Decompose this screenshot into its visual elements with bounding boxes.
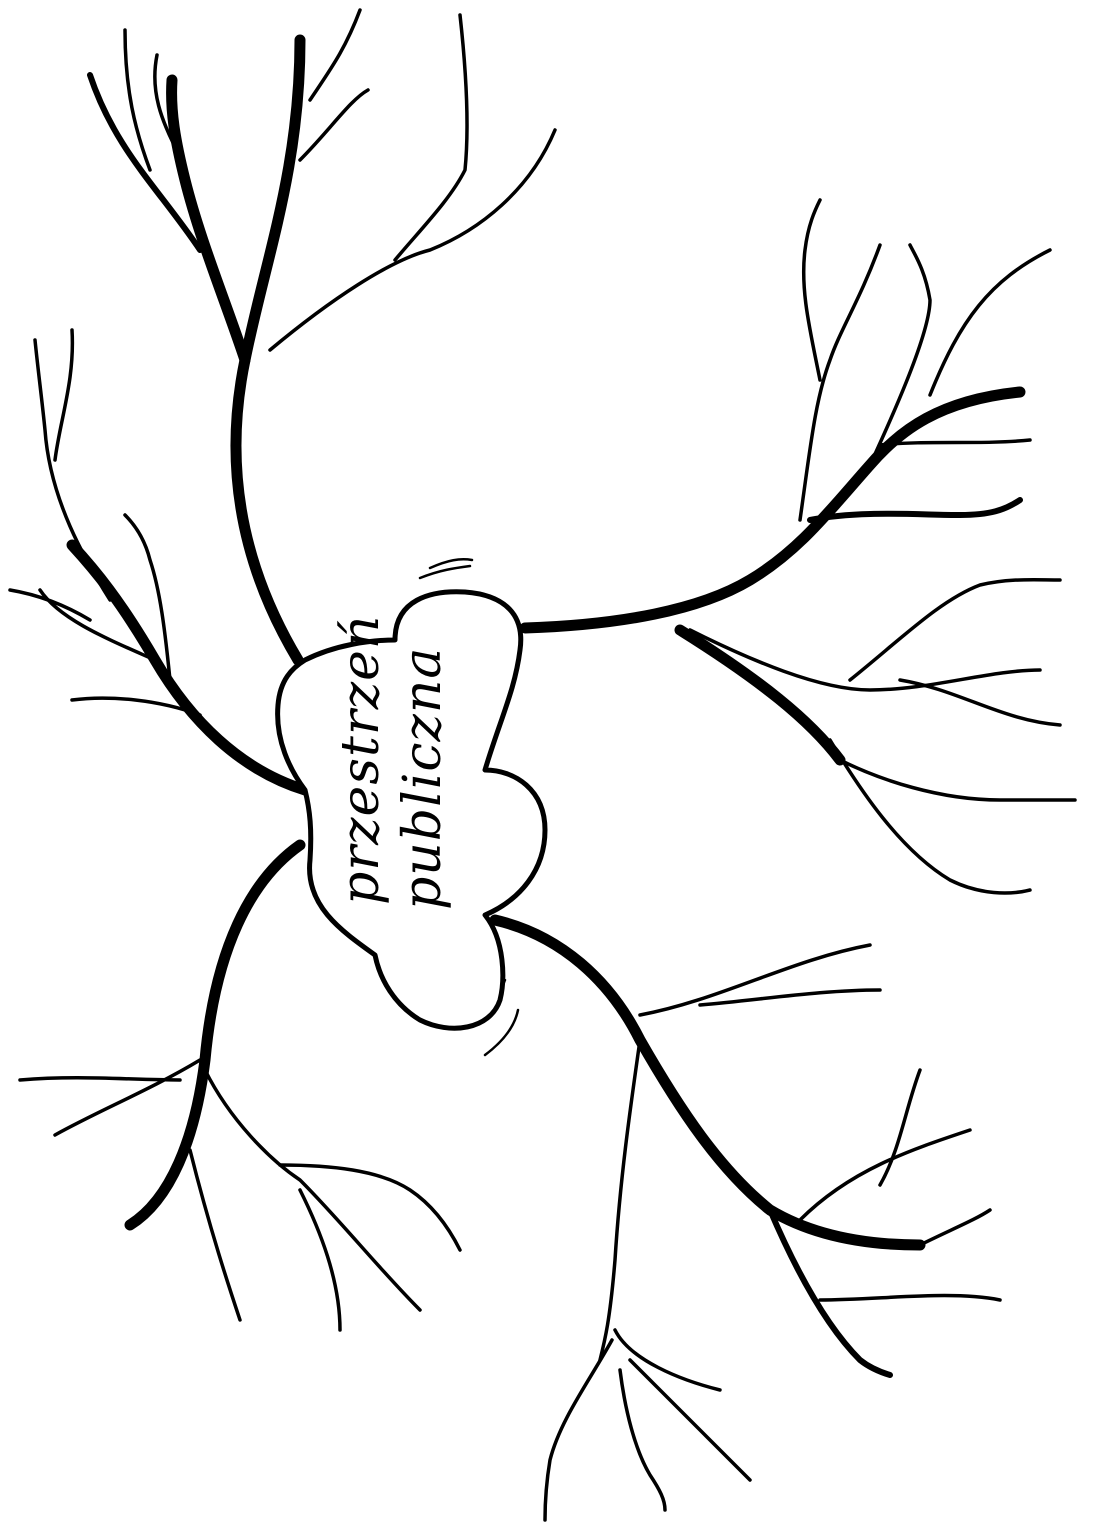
branch-bottom-left-twig-c bbox=[205, 1070, 420, 1310]
branch-bottom-right-twig-f bbox=[820, 1296, 1000, 1300]
branch-upper-left bbox=[90, 10, 555, 660]
branch-bottom-right-twig-b bbox=[700, 990, 880, 1005]
branch-bottom-right-twig-a bbox=[640, 945, 870, 1015]
branch-right-lower-trunk bbox=[680, 630, 840, 760]
center-label-line-2: publiczna bbox=[393, 647, 453, 910]
branch-upper-left-fork bbox=[172, 80, 245, 360]
branch-left-trunk bbox=[72, 545, 305, 790]
branch-upper-left-twig-c bbox=[310, 10, 360, 100]
branch-bottom-left-trunk bbox=[130, 845, 300, 1225]
center-node: przestrzeń publiczna bbox=[278, 592, 545, 1028]
branch-bottom-left-twig-b bbox=[20, 1078, 180, 1080]
branch-bottom-right-twig-e bbox=[920, 1210, 990, 1245]
accent-stroke-top-a bbox=[420, 566, 470, 578]
branch-right-upper-twig-e bbox=[804, 200, 820, 380]
branch-bottom-left-twig-d bbox=[190, 1150, 240, 1320]
branch-bottom-right-twig-g bbox=[600, 1040, 640, 1360]
branch-right-lower bbox=[680, 580, 1075, 893]
branch-right-upper bbox=[525, 200, 1050, 628]
branch-bottom-right-twig-j bbox=[620, 1370, 665, 1510]
branch-right-upper-twig-d bbox=[800, 245, 880, 520]
branch-bottom-left-twig-f bbox=[300, 1190, 340, 1330]
branch-right-upper-trunk bbox=[525, 392, 1020, 628]
branch-right-upper-twig-b bbox=[930, 250, 1050, 395]
branch-left-twig-d bbox=[55, 330, 72, 460]
branch-bottom-right bbox=[495, 920, 1000, 1520]
branch-bottom-right-twig-i bbox=[545, 1340, 612, 1520]
branch-right-lower-twig-e bbox=[830, 740, 1030, 893]
branch-bottom-left-twig-a bbox=[55, 1060, 200, 1135]
branch-left bbox=[10, 330, 305, 790]
branch-bottom-right-twig-k bbox=[630, 1360, 750, 1480]
branch-left-twig-c bbox=[35, 340, 110, 600]
branch-right-lower-twig-a bbox=[690, 630, 1040, 690]
branch-upper-left-twig-f bbox=[395, 15, 467, 260]
branch-bottom-right-trunk bbox=[495, 920, 920, 1245]
branch-right-lower-twig-d bbox=[840, 760, 1075, 800]
branch-right-lower-twig-b bbox=[850, 580, 1060, 680]
branch-left-twig-f bbox=[10, 590, 90, 620]
center-label-line-1: przestrzeń bbox=[331, 615, 391, 905]
branch-bottom-right-twig-d bbox=[880, 1070, 920, 1185]
branch-right-lower-twig-c bbox=[900, 680, 1060, 725]
